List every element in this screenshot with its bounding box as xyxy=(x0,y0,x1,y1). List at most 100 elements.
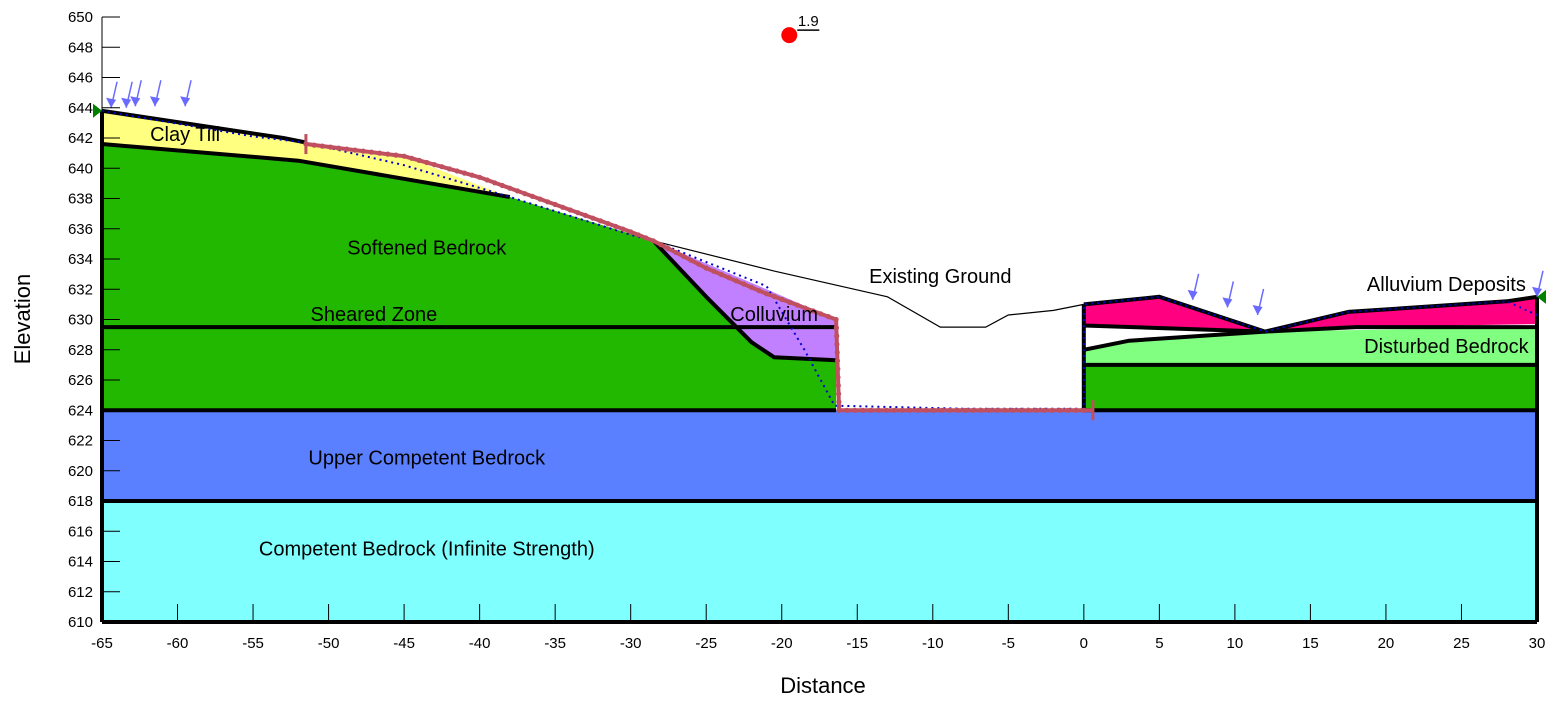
material-label-4: Existing Ground xyxy=(869,266,1011,288)
material-region-7 xyxy=(1083,296,1266,332)
material-label-1: Softened Bedrock xyxy=(347,238,507,260)
y-tick-label: 636 xyxy=(68,221,93,238)
slice-marker xyxy=(836,407,842,413)
slice-marker xyxy=(484,177,490,183)
slice-marker xyxy=(834,333,840,339)
load-arrow-head-7 xyxy=(1252,304,1263,315)
material-label-2: Sheared Zone xyxy=(311,304,438,326)
slice-marker xyxy=(756,288,762,294)
slice-marker xyxy=(454,168,460,174)
y-tick-label: 650 xyxy=(68,9,93,26)
slice-marker xyxy=(978,407,984,413)
slice-marker xyxy=(537,196,543,202)
slice-marker xyxy=(311,142,317,148)
material-region-2 xyxy=(102,144,837,411)
slice-marker xyxy=(529,193,536,199)
slice-marker xyxy=(688,257,694,263)
slice-marker xyxy=(711,268,717,274)
x-tick-label: -35 xyxy=(544,635,566,652)
slice-marker xyxy=(360,148,366,154)
slice-marker xyxy=(947,407,953,413)
y-tick-label: 648 xyxy=(68,39,93,56)
slice-marker xyxy=(469,172,475,178)
slice-marker xyxy=(545,199,551,205)
y-tick-label: 624 xyxy=(68,402,93,419)
slice-marker xyxy=(836,391,842,397)
load-arrow-head-0 xyxy=(106,97,117,108)
slice-marker xyxy=(409,155,415,161)
boundary-markers xyxy=(93,103,1546,304)
slice-marker xyxy=(492,180,498,186)
slice-marker xyxy=(779,296,785,303)
material-region-4 xyxy=(653,240,837,361)
material-label-5: Alluvium Deposits xyxy=(1367,274,1526,296)
material-label-6: Disturbed Bedrock xyxy=(1364,336,1530,358)
slice-marker xyxy=(915,407,921,413)
boundary-marker-1 xyxy=(1537,289,1546,304)
x-tick-label: -50 xyxy=(318,635,340,652)
x-tick-label: -5 xyxy=(1002,635,1015,652)
y-tick-label: 616 xyxy=(68,523,93,540)
slice-marker xyxy=(833,316,839,323)
slice-marker xyxy=(673,249,679,256)
slice-marker xyxy=(818,311,824,317)
material-regions xyxy=(102,110,1537,622)
slice-marker xyxy=(393,152,399,158)
slice-marker xyxy=(883,407,890,413)
x-tick-label: -30 xyxy=(620,635,642,652)
x-tick-label: -15 xyxy=(846,635,868,652)
slice-marker xyxy=(477,174,483,180)
y-tick-label: 620 xyxy=(68,463,93,480)
layer-boundary-6 xyxy=(651,239,837,363)
slice-marker xyxy=(1033,407,1040,413)
y-tick-label: 628 xyxy=(68,342,93,359)
material-label-8: Competent Bedrock (Infinite Strength) xyxy=(259,539,595,561)
slice-marker xyxy=(748,284,755,290)
slice-marker xyxy=(681,253,687,259)
slice-marker xyxy=(401,153,407,159)
slice-marker xyxy=(620,226,626,232)
slice-marker xyxy=(868,407,874,413)
y-tick-label: 618 xyxy=(68,493,93,510)
y-tick-label: 612 xyxy=(68,584,93,601)
y-tick-label: 638 xyxy=(68,191,93,208)
slice-marker xyxy=(696,261,702,267)
y-tick-label: 632 xyxy=(68,281,93,298)
slice-marker xyxy=(590,215,596,221)
slice-marker xyxy=(319,143,325,149)
existing-ground-line xyxy=(653,240,1084,328)
slice-marker xyxy=(643,235,649,241)
slice-marker xyxy=(764,291,770,297)
slice-marker xyxy=(931,407,937,413)
x-tick-label: -20 xyxy=(771,635,793,652)
x-tick-label: -10 xyxy=(922,635,944,652)
load-arrow-head-8 xyxy=(1532,286,1542,297)
layer-boundary-9 xyxy=(1083,323,1266,334)
slice-marker xyxy=(327,144,334,150)
slice-marker xyxy=(582,212,589,218)
critical-center-dot xyxy=(781,27,798,44)
factor-of-safety-label: 1.9 xyxy=(798,13,819,30)
slice-marker xyxy=(575,210,581,216)
slice-marker xyxy=(1057,407,1063,413)
slice-marker xyxy=(741,281,747,287)
x-tick-label: -25 xyxy=(695,635,717,652)
y-tick-label: 630 xyxy=(68,312,93,329)
y-tick-label: 626 xyxy=(68,372,93,389)
slice-marker xyxy=(860,407,866,413)
slice-marker xyxy=(336,145,342,151)
slice-marker xyxy=(605,221,611,227)
piezometric-polyline xyxy=(101,109,1538,410)
slice-marker xyxy=(844,407,850,413)
material-region-1 xyxy=(102,410,1537,501)
existing-ground-profile xyxy=(653,240,1084,328)
factor-of-safety-marker: 1.9 xyxy=(781,13,820,44)
slice-marker xyxy=(876,407,882,413)
slice-marker xyxy=(377,150,383,156)
slice-marker xyxy=(833,325,840,331)
slice-marker xyxy=(771,294,778,300)
slice-marker xyxy=(994,407,1000,413)
slice-marker xyxy=(834,349,840,356)
